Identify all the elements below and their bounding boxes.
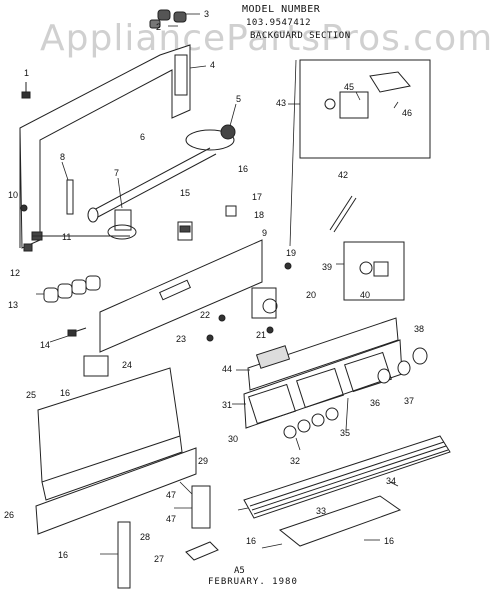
callout-9: 9 — [262, 228, 267, 238]
callout-42: 42 — [338, 170, 348, 180]
callout-17: 17 — [252, 192, 262, 202]
callout-28: 28 — [140, 532, 150, 542]
part-39-inset — [343, 241, 405, 301]
footer-code: A5 — [234, 566, 245, 576]
callout-16e: 16 — [384, 536, 394, 546]
callout-6: 6 — [140, 132, 145, 142]
callout-14: 14 — [40, 340, 50, 350]
callout-16d: 16 — [246, 536, 256, 546]
callout-47b: 47 — [166, 514, 176, 524]
footer-date: FEBRUARY. 1980 — [208, 577, 298, 587]
part-25-panel — [37, 367, 183, 501]
callout-16c: 16 — [58, 550, 68, 560]
part-20-bracket — [251, 287, 278, 319]
callout-3: 3 — [204, 9, 209, 19]
callout-10: 10 — [8, 190, 18, 200]
callout-21: 21 — [256, 330, 266, 340]
callout-19: 19 — [286, 248, 296, 258]
callout-43: 43 — [276, 98, 286, 108]
callout-46: 46 — [402, 108, 412, 118]
callout-44: 44 — [222, 364, 232, 374]
part-13-switch-block — [43, 275, 101, 303]
part-28-leg — [117, 521, 131, 589]
callout-40: 40 — [360, 290, 370, 300]
part-18-control-panel — [99, 239, 263, 353]
callout-7: 7 — [114, 168, 119, 178]
part-34-gasket — [278, 495, 402, 547]
callout-38: 38 — [414, 324, 424, 334]
part-32-knobs — [283, 407, 339, 439]
part-8-bar — [66, 179, 74, 215]
part-29-bracket — [191, 485, 211, 529]
model-number-value: 103.9547412 — [246, 18, 312, 28]
part-43-inset — [299, 59, 431, 159]
callout-39: 39 — [322, 262, 332, 272]
callout-47a: 47 — [166, 490, 176, 500]
callout-11: 11 — [62, 232, 71, 242]
part-14-pin — [67, 327, 87, 337]
part-7-bracket — [107, 209, 137, 240]
callout-34: 34 — [386, 476, 396, 486]
part-42-wire — [329, 195, 357, 233]
part-4-frame — [19, 44, 191, 249]
part-24-plate — [83, 355, 109, 377]
callout-32: 32 — [290, 456, 300, 466]
callout-24: 24 — [122, 360, 132, 370]
part-5-timer-motor — [185, 124, 236, 151]
callout-2: 2 — [156, 22, 161, 32]
callout-labels: 1 2 3 4 5 6 7 8 9 10 11 12 13 14 15 16 1… — [4, 9, 424, 564]
callout-15: 15 — [180, 188, 190, 198]
parts-36-38-knobs — [377, 347, 428, 384]
callout-5: 5 — [236, 94, 241, 104]
callout-12: 12 — [10, 268, 20, 278]
callout-20: 20 — [306, 290, 316, 300]
callout-22: 22 — [200, 310, 210, 320]
callout-45: 45 — [344, 82, 354, 92]
watermark: AppliancePartsPros.com — [40, 18, 494, 59]
callout-35: 35 — [340, 428, 350, 438]
callout-27: 27 — [154, 554, 164, 564]
callout-37: 37 — [404, 396, 414, 406]
callout-4: 4 — [210, 60, 215, 70]
callout-31: 31 — [222, 400, 232, 410]
callout-26: 26 — [4, 510, 14, 520]
callout-18: 18 — [254, 210, 264, 220]
model-number-heading: MODEL NUMBER — [242, 4, 321, 15]
part-3-clips — [149, 9, 187, 29]
callout-36: 36 — [370, 398, 380, 408]
callout-29: 29 — [198, 456, 208, 466]
callout-16b: 16 — [60, 388, 70, 398]
callout-23: 23 — [176, 334, 186, 344]
part-15-switch — [177, 221, 193, 241]
callout-16a: 16 — [238, 164, 248, 174]
callout-8: 8 — [60, 152, 65, 162]
part-33-vent-grille — [243, 435, 451, 519]
callout-30: 30 — [228, 434, 238, 444]
callout-25: 25 — [26, 390, 36, 400]
callout-13: 13 — [8, 300, 18, 310]
section-title: BACKGUARD SECTION — [250, 31, 351, 41]
part-17-clip — [225, 205, 237, 217]
callout-1: 1 — [24, 68, 29, 78]
part-1-screw — [21, 82, 31, 99]
part-27-plate — [185, 541, 219, 561]
part-30-strip — [35, 447, 197, 535]
leader-lines — [32, 13, 399, 555]
part-44-display — [247, 317, 399, 391]
part-6-tube — [87, 147, 217, 223]
callout-33: 33 — [316, 506, 326, 516]
parts-21-23-screws — [206, 262, 292, 342]
